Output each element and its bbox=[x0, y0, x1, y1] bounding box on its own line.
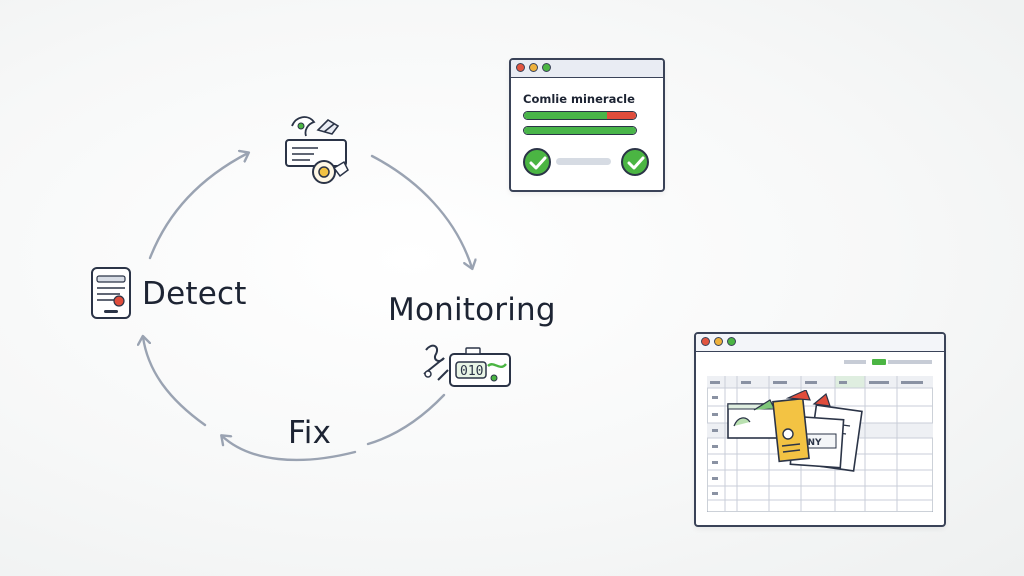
arrow-fix-to-detect bbox=[222, 436, 357, 462]
progress-bar bbox=[523, 126, 637, 135]
dashboard-titlebar bbox=[511, 60, 663, 78]
dashboard-window: Comlie mineracle bbox=[509, 58, 665, 192]
arrow-bottom-left bbox=[143, 337, 207, 427]
close-button[interactable] bbox=[516, 63, 525, 72]
svg-text:DNY: DNY bbox=[800, 438, 822, 448]
maximize-button[interactable] bbox=[727, 337, 736, 346]
minimize-button[interactable] bbox=[529, 63, 538, 72]
check-icon bbox=[621, 148, 649, 176]
stage-label-detect: Detect bbox=[142, 276, 247, 312]
report-document-icon bbox=[91, 267, 131, 319]
arrow-detect-to-top bbox=[148, 153, 248, 260]
dashboard-title: Comlie mineracle bbox=[523, 92, 635, 106]
svg-text:010: 010 bbox=[460, 364, 483, 379]
arrow-top-to-monitoring bbox=[370, 154, 472, 268]
spreadsheet-window: DNY bbox=[694, 332, 946, 527]
stacked-documents-icon: DNY bbox=[727, 390, 863, 472]
status-track bbox=[556, 158, 611, 165]
minimize-button[interactable] bbox=[714, 337, 723, 346]
close-button[interactable] bbox=[701, 337, 710, 346]
progress-bar bbox=[523, 111, 637, 120]
settings-repair-icon bbox=[285, 116, 349, 184]
toolbar bbox=[844, 359, 932, 365]
spreadsheet-titlebar bbox=[696, 334, 944, 352]
check-icon bbox=[523, 148, 551, 176]
maximize-button[interactable] bbox=[542, 63, 551, 72]
stage-label-monitoring: Monitoring bbox=[388, 292, 556, 328]
arrow-monitoring-to-fix bbox=[366, 393, 446, 446]
monitoring-equipment-icon: 010 bbox=[423, 344, 511, 387]
stage-label-fix: Fix bbox=[288, 415, 332, 451]
